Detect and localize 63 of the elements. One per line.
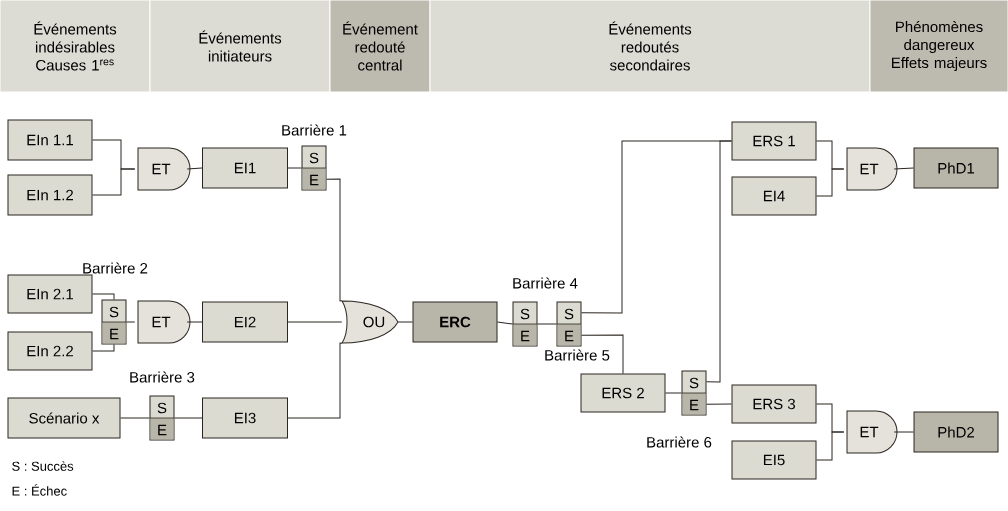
legend-note: S : Succès [12,461,74,471]
header-cell: Événements indésirables Causes 1$^{res}$ [0,0,151,93]
event-box: ERS 3 [731,384,817,424]
barrier-box: S E [101,299,127,345]
or-gate: OU [341,300,399,344]
connector [120,417,150,419]
and-gate: ET [846,147,898,191]
connector [497,321,513,325]
event-box: EI5 [731,440,817,480]
connector [816,168,845,197]
header-cell: Événement redouté central [329,0,431,93]
barrier-label: Barrière 4 [513,277,578,289]
event-box: EIn 2.2 [7,331,93,371]
event-box: ERC [412,301,498,343]
header-cell: Événements redoutés secondaires [429,0,871,93]
barrier-label: Barrière 3 [130,371,195,383]
event-box: EIn 1.2 [7,174,93,216]
and-gate: ET [846,410,898,454]
barrier-label: Barrière 5 [545,349,610,361]
event-box: PhD1 [913,147,999,189]
connector [581,334,624,374]
barrier-label: Barrière 6 [647,436,712,448]
barrier-box: S E [681,370,707,416]
connector [92,293,115,300]
event-box: EI1 [202,147,288,189]
connector [287,167,302,169]
event-box: PhD2 [913,411,999,453]
barrier-label: Barrière 2 [83,262,148,274]
connector [287,342,343,419]
event-box: ERS 1 [731,121,817,161]
header-cell: Phénomènes dangereux Effets majeurs [869,0,1008,93]
barrier-box: S E [301,145,327,191]
connector [287,321,343,323]
barrier-box: S E [149,395,175,441]
connector [893,167,914,170]
legend-note: E : Échec [12,484,67,496]
event-box: EI4 [731,176,817,216]
connector [186,321,203,323]
event-box: EI2 [202,301,288,343]
connector [174,417,203,419]
barrier-box: S E [556,301,582,347]
connector [706,403,732,405]
connector [92,168,136,196]
connector [92,344,115,352]
connector [537,323,557,325]
connector [397,321,413,323]
connector [126,321,136,323]
connector [186,167,203,170]
connector [816,431,845,461]
barrier-box: S E [512,301,538,347]
connector [665,392,682,394]
connector [706,140,732,383]
barrier-label: Barrière 1 [282,124,347,136]
event-box: EI3 [202,397,288,439]
event-box: EIn 2.1 [7,274,93,314]
event-box: EIn 1.1 [7,119,93,161]
connector [893,431,914,433]
and-gate: ET [137,147,191,191]
and-gate: ET [137,300,191,344]
event-box: ERS 2 [580,373,666,413]
event-box: Scénario x [7,397,121,439]
connector [326,178,343,302]
header-cell: Événements initiateurs [149,0,331,93]
